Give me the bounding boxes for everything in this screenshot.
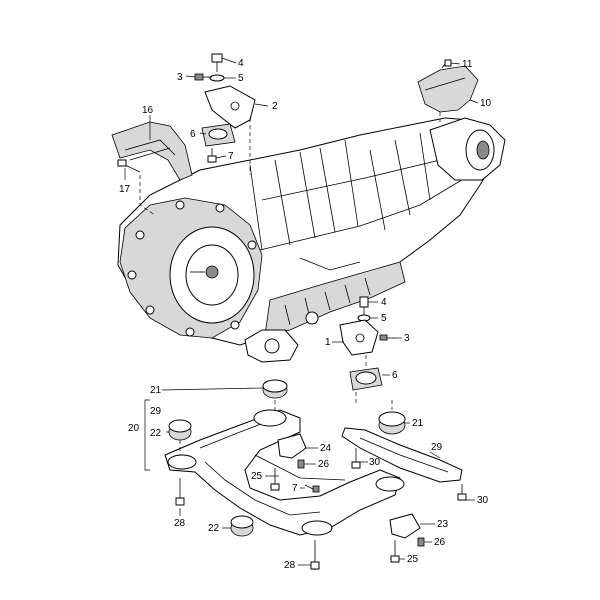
bolt-30-right-icon <box>457 493 467 501</box>
nut-26-left-icon <box>297 459 305 469</box>
bolt-25-left-icon <box>270 483 280 491</box>
bolt-7-bottom-icon <box>312 485 320 493</box>
callout-labels: 4 3 5 2 6 7 16 17 11 10 4 5 1 3 6 21 29 … <box>119 58 492 571</box>
top-mount-assembly <box>194 53 256 175</box>
bolt-7-top-icon <box>207 155 217 163</box>
brace-29-icon <box>341 427 463 483</box>
right-mount-assembly <box>339 296 396 405</box>
bolt-4-mid-icon <box>359 296 369 308</box>
washer-5-top-icon <box>209 74 225 82</box>
bracket-23-icon <box>389 513 421 539</box>
callout-23: 23 <box>437 519 449 530</box>
callout-22-bottom: 22 <box>208 523 220 534</box>
callout-28-left: 28 <box>174 518 186 529</box>
nut-26-right-icon <box>417 537 425 547</box>
callout-6-mid: 6 <box>392 370 398 381</box>
callout-25-right: 25 <box>407 554 419 565</box>
callout-2: 2 <box>272 101 278 112</box>
callout-3-mid: 3 <box>404 333 410 344</box>
bolt-25-right-icon <box>390 555 400 563</box>
callout-5-mid: 5 <box>381 313 387 324</box>
callout-22-left: 22 <box>150 428 162 439</box>
bracket-2-icon <box>204 85 256 129</box>
callout-5-top: 5 <box>238 73 244 84</box>
callout-21-right: 21 <box>412 418 424 429</box>
callout-29-left: 29 <box>150 406 162 417</box>
callout-24: 24 <box>320 443 332 454</box>
callout-11: 11 <box>462 59 473 70</box>
bolt-28-bottom-icon <box>310 561 320 570</box>
callout-3-top: 3 <box>177 72 183 83</box>
callout-4-mid: 4 <box>381 297 387 308</box>
callout-7-bottom: 7 <box>292 483 298 494</box>
callout-10: 10 <box>480 98 492 109</box>
callout-6-top: 6 <box>190 129 196 140</box>
bolt-17-icon <box>117 159 127 167</box>
callout-29-right: 29 <box>431 442 443 453</box>
callout-16: 16 <box>142 105 154 116</box>
callout-26-right: 26 <box>434 537 446 548</box>
bracket-1-icon <box>339 319 379 356</box>
heat-shield-16-icon <box>111 121 193 181</box>
bolt-4-top-icon <box>211 53 223 63</box>
callout-4-top: 4 <box>238 58 244 69</box>
callout-25-left: 25 <box>251 471 263 482</box>
callout-26-left: 26 <box>318 459 330 470</box>
bolt-11-icon <box>444 59 452 67</box>
callout-30-mid: 30 <box>369 457 381 468</box>
callout-30-right: 30 <box>477 495 489 506</box>
bolt-28-left-icon <box>175 497 185 506</box>
heat-shield-left <box>111 121 193 216</box>
callout-21-left: 21 <box>150 385 162 396</box>
crossmember-20 <box>164 379 405 570</box>
callout-1: 1 <box>325 337 331 348</box>
transmission-housing <box>117 117 506 363</box>
callout-20: 20 <box>128 423 140 434</box>
brace-29 <box>341 400 467 563</box>
leader-lines <box>124 57 479 566</box>
callout-17: 17 <box>119 184 131 195</box>
screw-3-top-icon <box>194 73 204 81</box>
callout-28-bottom: 28 <box>284 560 296 571</box>
bracket-24-icon <box>277 433 307 459</box>
callout-7-top: 7 <box>228 151 234 162</box>
screw-3-mid-icon <box>379 334 388 341</box>
bolt-30-mid-icon <box>351 461 361 469</box>
